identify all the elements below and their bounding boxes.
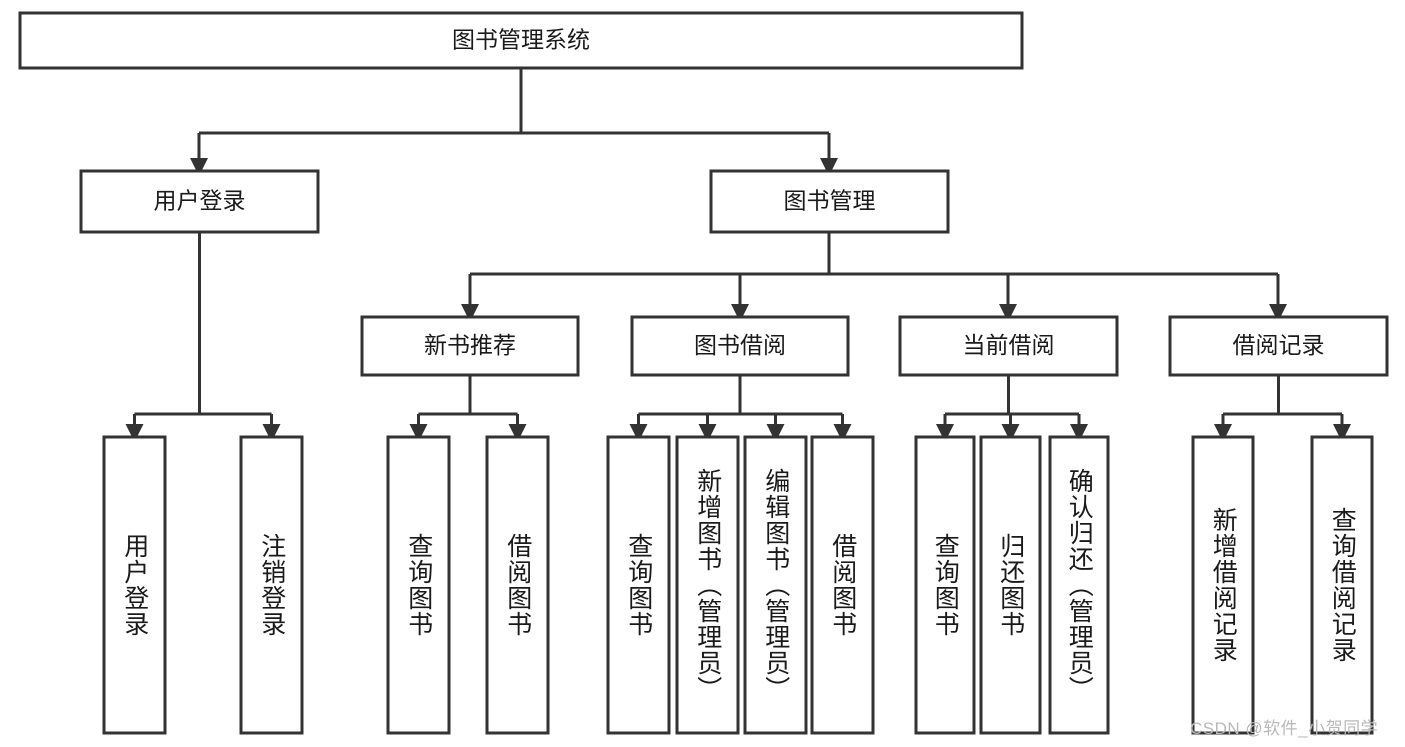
node-box-level3-1[interactable] bbox=[360, 315, 580, 377]
node-box-leaf-6[interactable] bbox=[675, 435, 740, 735]
node-box-level3-3[interactable] bbox=[898, 315, 1119, 377]
node-label-level3-1: 新书推荐 bbox=[424, 332, 516, 358]
node-box-leaf-10[interactable] bbox=[979, 435, 1042, 735]
node-box-leaf-9[interactable] bbox=[914, 435, 976, 735]
node-box-leaf-7[interactable] bbox=[743, 435, 808, 735]
node-box-level2-1[interactable] bbox=[79, 169, 320, 234]
node-box-leaf-8[interactable] bbox=[810, 435, 875, 735]
node-box-level3-2[interactable] bbox=[630, 315, 850, 377]
node-box-leaf-4[interactable] bbox=[485, 435, 550, 735]
node-box-leaf-3[interactable] bbox=[386, 435, 451, 735]
node-box-level2-2[interactable] bbox=[709, 169, 950, 234]
node-label-level3-2: 图书借阅 bbox=[694, 332, 786, 358]
node-box-leaf-11[interactable] bbox=[1048, 435, 1110, 735]
node-box-leaf-5[interactable] bbox=[606, 435, 671, 735]
node-box-level3-4[interactable] bbox=[1168, 315, 1389, 377]
node-label-level3-3: 当前借阅 bbox=[963, 332, 1055, 358]
csdn-watermark: CSDN @软件_小贺同学 bbox=[1190, 719, 1379, 738]
node-label-level3-4: 借阅记录 bbox=[1233, 332, 1325, 358]
boxes-layer bbox=[18, 11, 1389, 735]
node-label-root: 图书管理系统 bbox=[452, 27, 590, 53]
connectors-layer bbox=[125, 68, 1351, 442]
node-label-level2-2: 图书管理 bbox=[784, 188, 876, 214]
node-box-leaf-12[interactable] bbox=[1191, 435, 1255, 735]
node-box-leaf-13[interactable] bbox=[1310, 435, 1374, 735]
node-box-root[interactable] bbox=[18, 11, 1024, 70]
node-box-leaf-1[interactable] bbox=[102, 435, 167, 735]
node-label-level2-1: 用户登录 bbox=[154, 188, 246, 214]
node-box-leaf-2[interactable] bbox=[239, 435, 304, 735]
